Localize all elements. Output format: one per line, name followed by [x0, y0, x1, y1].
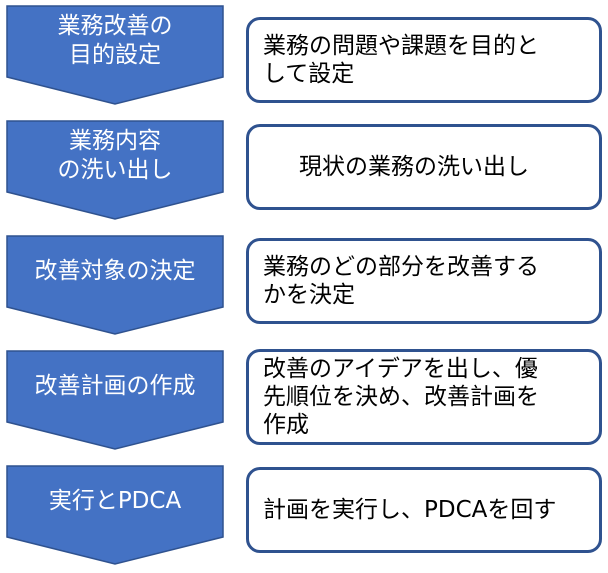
chevron-arrow-5 — [6, 465, 224, 565]
step-2-label: 業務内容 の洗い出し — [57, 128, 173, 183]
step-1-label: 業務改善の 目的設定 — [57, 13, 173, 68]
step-5-description: 計画を実行し、PDCAを回す — [246, 467, 602, 553]
step-5: 実行とPDCA 計画を実行し、PDCAを回す — [0, 465, 608, 573]
step-4-description: 改善のアイデアを出し、優 先順位を決め、改善計画を 作成 — [246, 349, 602, 445]
step-1: 業務改善の 目的設定 業務の問題や課題を目的と して設定 — [0, 5, 608, 113]
step-4-label: 改善計画の作成 — [34, 372, 196, 399]
step-3: 改善対象の決定 業務のどの部分を改善する かを決定 — [0, 235, 608, 343]
step-2-description: 現状の業務の洗い出し — [246, 124, 602, 210]
chevron-arrow-4 — [6, 350, 224, 450]
step-2: 業務内容 の洗い出し 現状の業務の洗い出し — [0, 120, 608, 228]
step-4: 改善計画の作成 改善のアイデアを出し、優 先順位を決め、改善計画を 作成 — [0, 349, 608, 458]
step-5-label: 実行とPDCA — [48, 487, 182, 514]
step-3-label: 改善対象の決定 — [34, 257, 196, 284]
step-3-description: 業務のどの部分を改善する かを決定 — [246, 238, 602, 324]
chevron-arrow-1 — [6, 5, 224, 105]
chevron-arrow-2 — [6, 120, 224, 220]
step-1-description: 業務の問題や課題を目的と して設定 — [246, 17, 602, 103]
chevron-arrow-3 — [6, 235, 224, 335]
